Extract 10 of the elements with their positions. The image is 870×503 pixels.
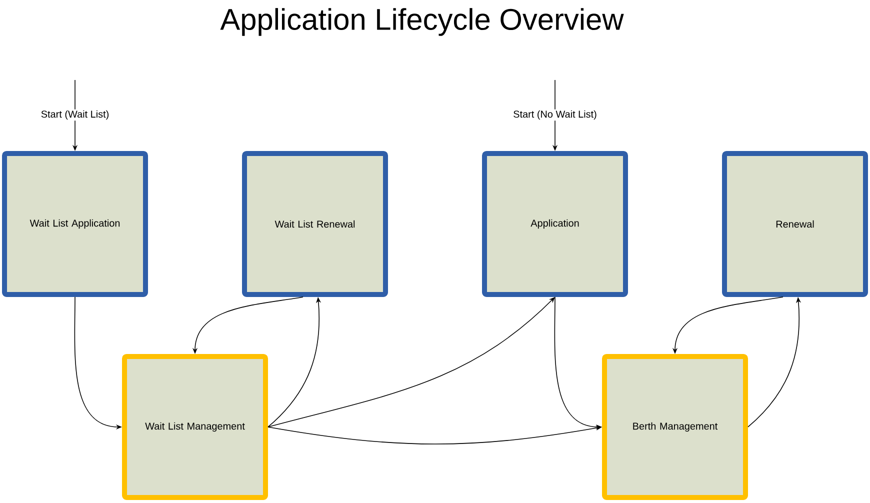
edge-label: Start (No Wait List) <box>512 109 598 121</box>
process-box: Wait List Application <box>2 151 148 297</box>
edge-label: Start (Wait List) <box>40 109 110 121</box>
process-box: Application <box>482 151 628 297</box>
arrow <box>268 297 555 428</box>
title: Application Lifecycle Overview <box>220 8 624 36</box>
process-box: Wait List Management <box>122 354 268 500</box>
process-box: Renewal <box>722 151 868 297</box>
process-box: Wait List Renewal <box>242 151 388 297</box>
process-box: Berth Management <box>602 354 748 500</box>
